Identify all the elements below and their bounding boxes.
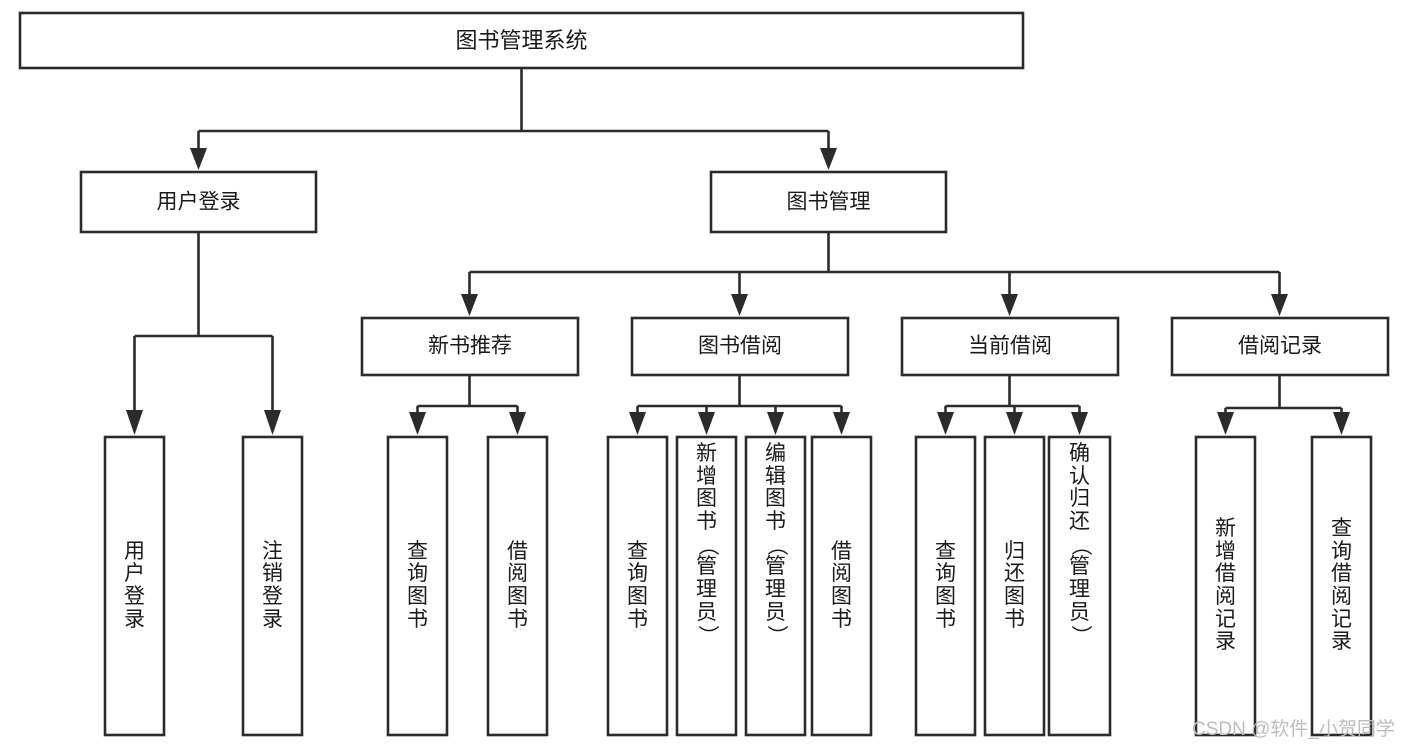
leaf-box-borrow-books-recommend[interactable]: [486, 435, 549, 737]
node-book-management[interactable]: 图书管理: [709, 170, 948, 234]
leaf-box-query-books-borrow[interactable]: [606, 435, 669, 737]
arrow-head-leaf-query-books-recommend: [409, 412, 426, 435]
node-label-new-book-recommend: 新书推荐: [428, 335, 512, 358]
leaf-box-logout-login[interactable]: [241, 435, 304, 737]
node-box-book-borrow[interactable]: [630, 316, 850, 377]
connector-group-book-management-to-level3: [461, 232, 1288, 316]
node-box-book-management[interactable]: [709, 170, 948, 234]
arrow-head-leaf-logout-login: [264, 410, 281, 435]
connector-group-root-to-level2: [190, 68, 837, 170]
node-new-book-recommend[interactable]: 新书推荐: [360, 316, 580, 377]
arrow-head-leaf-query-books-borrow: [629, 412, 646, 435]
node-box-new-book-recommend[interactable]: [360, 316, 580, 377]
node-label-user-login: 用户登录: [157, 191, 241, 214]
arrow-head-leaf-confirm-return-admin: [1071, 412, 1088, 435]
arrow-head-leaf-edit-book-admin: [767, 412, 784, 435]
leaf-box-query-borrow-record[interactable]: [1310, 435, 1373, 737]
leaf-box-user-login[interactable]: [103, 435, 166, 737]
arrow-head-leaf-query-books-current: [937, 412, 954, 435]
arrow-head-leaf-borrow-books-borrow: [833, 412, 850, 435]
arrow-head-book-borrow: [731, 294, 748, 316]
arrow-head-leaf-query-borrow-record: [1333, 412, 1350, 435]
arrow-head-book-management: [820, 148, 837, 170]
connector-group-book-borrow-to-leaves: [629, 375, 850, 435]
node-label-root: 图书管理系统: [455, 28, 587, 53]
connector-group-current-borrow-to-leaves: [937, 375, 1088, 435]
node-label-book-borrow: 图书借阅: [698, 335, 782, 358]
node-book-borrow[interactable]: 图书借阅: [630, 316, 850, 377]
leaf-box-edit-book-admin[interactable]: [744, 435, 807, 737]
arrow-head-new-book-recommend: [461, 294, 478, 316]
arrow-head-borrow-record: [1271, 294, 1288, 316]
node-box-user-login[interactable]: [79, 170, 318, 234]
leaf-box-confirm-return-admin[interactable]: [1047, 435, 1112, 737]
leaf-box-query-books-recommend[interactable]: [386, 435, 449, 737]
leaf-box-add-book-admin[interactable]: [675, 435, 738, 737]
node-borrow-record[interactable]: 借阅记录: [1170, 316, 1390, 377]
node-current-borrow[interactable]: 当前借阅: [900, 316, 1120, 377]
leaf-box-return-books[interactable]: [983, 435, 1046, 737]
connector-group-user-login-to-leaves: [126, 232, 281, 435]
arrow-head-leaf-user-login: [126, 410, 143, 435]
arrow-head-user-login: [190, 148, 207, 170]
arrow-head-leaf-borrow-books-recommend: [509, 412, 526, 435]
leaf-box-query-books-current[interactable]: [914, 435, 977, 737]
node-user-login[interactable]: 用户登录: [79, 170, 318, 234]
node-root[interactable]: 图书管理系统: [18, 11, 1025, 70]
node-box-root[interactable]: [18, 11, 1025, 70]
arrow-head-current-borrow: [1001, 294, 1018, 316]
node-label-borrow-record: 借阅记录: [1238, 335, 1322, 358]
node-box-current-borrow[interactable]: [900, 316, 1120, 377]
node-label-current-borrow: 当前借阅: [968, 335, 1052, 358]
arrow-head-leaf-add-book-admin: [698, 412, 715, 435]
node-box-borrow-record[interactable]: [1170, 316, 1390, 377]
node-label-book-management: 图书管理: [787, 191, 871, 214]
connector-group-borrow-record-to-leaves: [1217, 375, 1350, 435]
leaf-boxes-group: [103, 435, 1373, 737]
arrow-head-leaf-add-borrow-record: [1217, 412, 1234, 435]
connector-group-new-book-recommend-to-leaves: [409, 375, 526, 435]
leaf-box-add-borrow-record[interactable]: [1194, 435, 1257, 737]
leaf-box-borrow-books-borrow[interactable]: [810, 435, 873, 737]
arrow-head-leaf-return-books: [1006, 412, 1023, 435]
